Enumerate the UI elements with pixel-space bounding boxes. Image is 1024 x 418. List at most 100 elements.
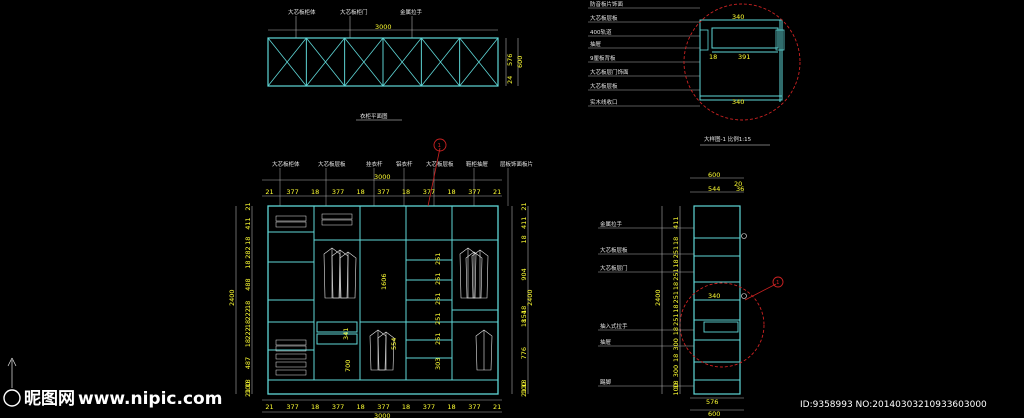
detail-dim-bottom: 340	[732, 98, 744, 106]
side-inner-340: 340	[708, 292, 720, 300]
front-top-dim: 377	[423, 188, 435, 196]
front-detail-marker	[433, 138, 447, 152]
front-inner-dim: 1606	[380, 273, 388, 290]
side-label: 大芯板层门	[600, 264, 628, 272]
side-left-dim: 251	[672, 268, 680, 280]
detail-label: 大芯板层板	[590, 14, 618, 22]
side-detail-marker	[772, 276, 784, 288]
top-width-dim: 3000	[375, 23, 392, 31]
front-top-label: 鞋柜抽屉	[466, 160, 489, 168]
detail-dim-18: 18	[709, 53, 717, 61]
front-left-dim: 18	[244, 379, 252, 387]
front-bottom-dim: 377	[332, 403, 344, 411]
front-top-dim: 377	[332, 188, 344, 196]
front-left-dim: 222	[244, 308, 252, 320]
side-left-dim: 411	[672, 217, 680, 229]
top-view: 大芯板柜体 大芯板柜门 金属拉手 3000 600 576 24 衣柜平面图	[267, 8, 524, 121]
side-label: 大芯板层板	[600, 246, 628, 254]
side-dim-36: 36	[736, 185, 744, 193]
top-label-1: 大芯板柜体	[288, 8, 316, 16]
side-dim-20: 20	[734, 180, 742, 188]
detail-caption: 大样图-1 比例1:15	[704, 135, 752, 143]
front-bottom-total: 3000	[374, 412, 391, 418]
top-depth-24: 24	[506, 76, 514, 84]
front-top-dim: 18	[402, 188, 410, 196]
front-bottom-dim: 18	[447, 403, 455, 411]
front-top-dim: 18	[311, 188, 319, 196]
front-left-dim: 18	[244, 237, 252, 245]
side-marker-label: 1	[776, 280, 780, 286]
side-left-dim: 251	[672, 291, 680, 303]
side-label: 抽屉	[600, 338, 612, 346]
front-width-dim: 3000	[374, 173, 391, 181]
top-depth-576: 576	[506, 54, 514, 66]
front-inner-dim: 251	[434, 293, 442, 305]
front-inner-dim: 251	[434, 313, 442, 325]
side-callout-circle	[679, 282, 765, 368]
front-left-dim: 487	[244, 357, 252, 369]
front-right-dim: 18	[520, 380, 528, 388]
side-left-dim: 18	[672, 380, 680, 388]
front-left-dim: 18	[244, 301, 252, 309]
detail-label: 400轨道	[590, 28, 612, 36]
ucs-icon	[7, 357, 17, 388]
watermark-brand: 昵图网	[24, 389, 75, 409]
front-top-label: 层板饰面板片	[500, 160, 533, 168]
side-label: 金属拉手	[600, 220, 623, 228]
side-left-dim: 18	[672, 237, 680, 245]
front-bottom-dim: 18	[311, 403, 319, 411]
watermark-id: ID:9358993 NO:20140303210933603000	[800, 400, 987, 410]
top-depth-600: 600	[516, 56, 524, 68]
front-top-dim: 18	[356, 188, 364, 196]
watermark: 昵图网 www.nipic.com ID:9358993 NO:20140303…	[3, 389, 987, 410]
side-left-dim: 251	[672, 246, 680, 258]
side-left-dim: 300	[672, 365, 680, 377]
front-right-dim: 18	[520, 319, 528, 327]
front-left-total: 2400	[228, 289, 236, 306]
top-label-3: 金属拉手	[400, 8, 423, 16]
detail-label: 大芯板层门饰面	[590, 68, 629, 76]
front-bottom-dim: 21	[493, 403, 501, 411]
front-left-dim: 488	[244, 278, 252, 290]
front-right-dim: 154	[520, 310, 528, 322]
front-left-dim: 18	[244, 320, 252, 328]
front-right-dim: 904	[520, 268, 528, 280]
front-top-dim: 377	[377, 188, 389, 196]
front-bottom-dim: 377	[423, 403, 435, 411]
front-top-dim: 18	[447, 188, 455, 196]
detail-dim-top: 340	[732, 13, 744, 21]
side-view: 600 20 544 36 340 1 金属拉手大芯板层板大芯板层门抽入式拉手抽…	[598, 171, 784, 418]
front-top-dim: 377	[286, 188, 298, 196]
side-label: 踢脚	[600, 378, 612, 386]
front-left-dim: 21	[244, 202, 252, 210]
front-top-label: 大芯板柜体	[272, 160, 300, 168]
front-right-dim: 100	[520, 382, 528, 394]
front-inner-dim: 251	[434, 273, 442, 285]
side-label: 抽入式拉手	[600, 322, 628, 330]
detail-label: 防音板片饰面	[590, 0, 624, 8]
detail-label: 9厘板背板	[590, 54, 616, 62]
front-bottom-dim: 18	[356, 403, 364, 411]
front-left-dim: 282	[244, 246, 252, 258]
front-left-dim: 18	[244, 260, 252, 268]
nipic-logo-icon	[3, 389, 21, 407]
front-left-dim: 21	[244, 389, 252, 397]
front-left-dim: 18	[244, 339, 252, 347]
front-inner-dim: 251	[434, 253, 442, 265]
side-left-dim: 18	[672, 259, 680, 267]
front-top-label: 大芯板层板	[426, 160, 454, 168]
side-left-dim: 251	[672, 313, 680, 325]
front-top-dim: 21	[493, 188, 501, 196]
front-inner-dim: 303	[434, 358, 442, 370]
front-bottom-dim: 377	[377, 403, 389, 411]
front-inner-dim: 341	[342, 328, 350, 340]
side-left-dim: 18	[672, 354, 680, 362]
front-top-label: 大芯板层板	[318, 160, 346, 168]
side-left-dim: 18	[672, 282, 680, 290]
detail-dim-391: 391	[738, 53, 750, 61]
top-caption: 衣柜平面图	[360, 112, 388, 120]
detail-view: 防音板片饰面大芯板层板400轨道抽屉9厘板背板大芯板层门饰面大芯板层板实木线收口…	[588, 0, 801, 146]
side-left-dim: 300	[672, 338, 680, 350]
